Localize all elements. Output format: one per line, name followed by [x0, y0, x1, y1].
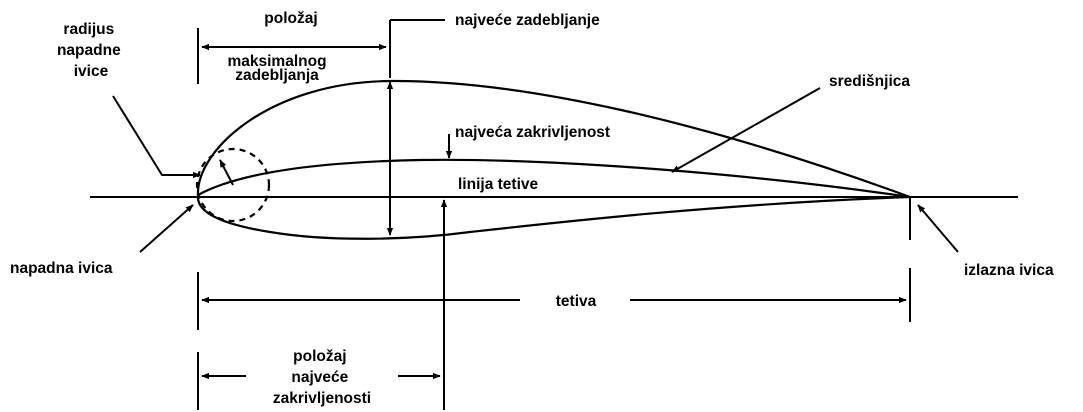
- chord-label: tetiva: [556, 293, 597, 310]
- max-thickness-position-line-3: zadebljanja: [235, 67, 319, 84]
- mean-camber-pointer: [671, 87, 821, 173]
- max-thickness-position-line-2: maksimalnog: [227, 53, 326, 70]
- leading-edge-label: napadna ivica: [10, 260, 113, 277]
- leading-edge-radius-line-3: ivice: [74, 63, 109, 80]
- leading-edge-radius-pointer: [112, 95, 201, 179]
- mean-camber-line: [197, 158, 911, 199]
- trailing-edge-pointer: [917, 204, 959, 253]
- leading-edge-radius-line-2: napadne: [57, 42, 121, 59]
- leading-edge-pointer: [139, 204, 194, 253]
- airfoil-outline: [196, 79, 911, 240]
- leading-edge-radius-line-1: radijus: [63, 21, 114, 38]
- max-camber-position-line-1: položaj: [293, 348, 346, 365]
- chord-line-label: linija tetive: [458, 176, 538, 193]
- leading-edge-radius-line: [219, 159, 234, 186]
- leading-edge-radius-label: radijus napadne ivice: [57, 21, 125, 80]
- max-thickness-label: najveće zadebljanje: [455, 12, 600, 29]
- max-camber-label: najveća zakrivljenost: [455, 124, 610, 141]
- max-camber-position-line-2: najveće: [291, 369, 348, 386]
- max-camber-position-label: položaj najveće zakrivljenosti: [273, 348, 371, 407]
- max-thickness-position-line-1: položaj: [264, 10, 317, 27]
- trailing-edge-label: izlazna ivica: [964, 262, 1054, 279]
- max-camber-position-line-3: zakrivljenosti: [273, 390, 371, 407]
- mean-camber-line-label: središnjica: [829, 73, 910, 90]
- leading-edge-radius-circle: [195, 147, 271, 223]
